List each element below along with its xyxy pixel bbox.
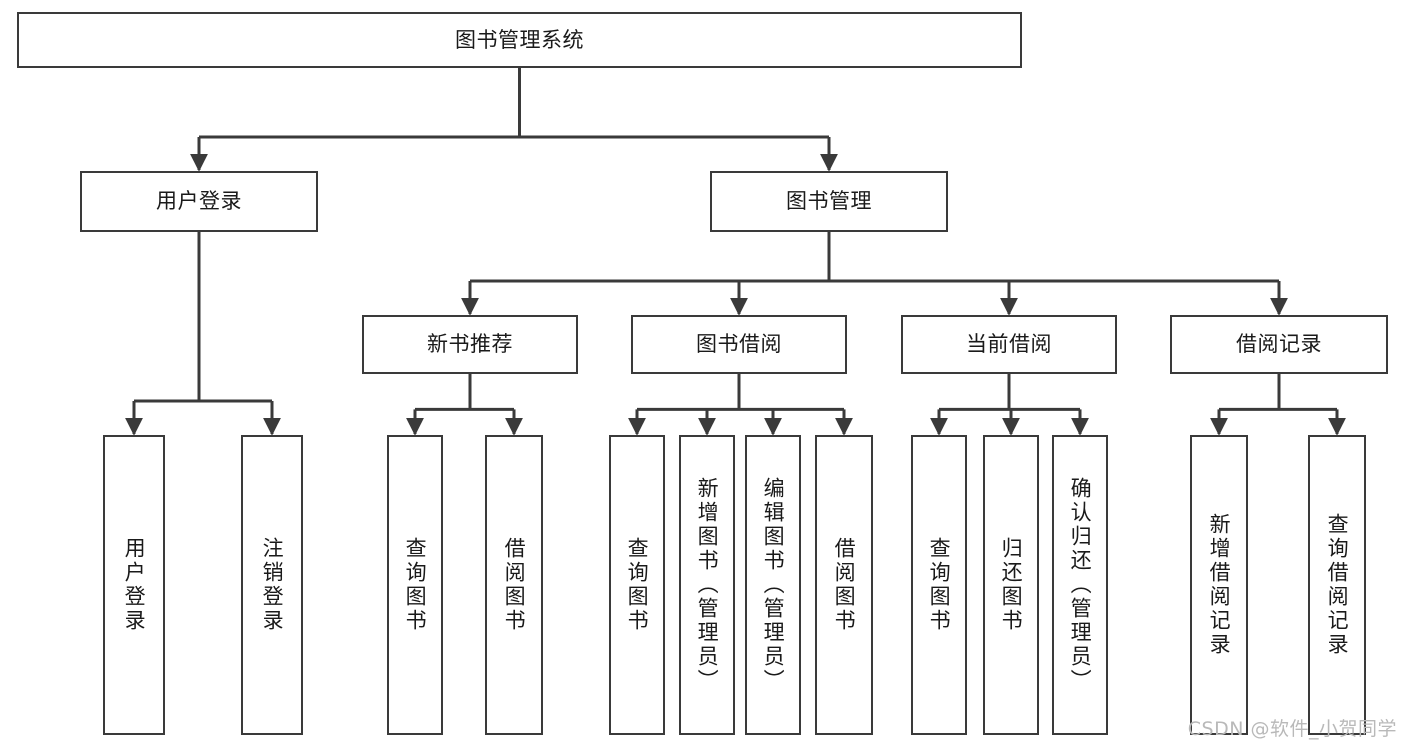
node-leaf-user-login[interactable]: 用户登录 <box>103 435 165 735</box>
node-leaf-edit-book-label: 编辑图书（管理员） <box>761 477 786 693</box>
node-book-borrow-label: 图书借阅 <box>696 332 782 357</box>
node-borrow-record[interactable]: 借阅记录 <box>1170 315 1388 374</box>
node-leaf-user-login-label: 用户登录 <box>122 537 147 633</box>
node-book-manage[interactable]: 图书管理 <box>710 171 948 232</box>
node-leaf-borrow-book-label: 借阅图书 <box>832 537 857 633</box>
node-leaf-return-book-label: 归还图书 <box>999 537 1024 633</box>
node-leaf-query-book-rec-label: 查询图书 <box>403 537 428 633</box>
node-book-manage-label: 图书管理 <box>786 189 872 214</box>
node-leaf-query-book-rec[interactable]: 查询图书 <box>387 435 443 735</box>
node-borrow-record-label: 借阅记录 <box>1236 332 1322 357</box>
node-leaf-borrow-book[interactable]: 借阅图书 <box>815 435 873 735</box>
node-leaf-confirm-return[interactable]: 确认归还（管理员） <box>1052 435 1108 735</box>
node-leaf-confirm-return-label: 确认归还（管理员） <box>1068 477 1093 693</box>
node-leaf-query-record-label: 查询借阅记录 <box>1325 513 1350 657</box>
node-leaf-borrow-book-rec-label: 借阅图书 <box>502 537 527 633</box>
node-leaf-add-book-label: 新增图书（管理员） <box>695 477 720 693</box>
node-leaf-add-record[interactable]: 新增借阅记录 <box>1190 435 1248 735</box>
node-leaf-add-book[interactable]: 新增图书（管理员） <box>679 435 735 735</box>
node-new-book-rec-label: 新书推荐 <box>427 332 513 357</box>
node-leaf-logout-label: 注销登录 <box>260 537 285 633</box>
node-user-login[interactable]: 用户登录 <box>80 171 318 232</box>
node-leaf-borrow-book-rec[interactable]: 借阅图书 <box>485 435 543 735</box>
node-leaf-query-book-borrow[interactable]: 查询图书 <box>609 435 665 735</box>
node-leaf-query-record[interactable]: 查询借阅记录 <box>1308 435 1366 735</box>
node-user-login-label: 用户登录 <box>156 189 242 214</box>
node-leaf-logout[interactable]: 注销登录 <box>241 435 303 735</box>
node-new-book-rec[interactable]: 新书推荐 <box>362 315 578 374</box>
node-book-borrow[interactable]: 图书借阅 <box>631 315 847 374</box>
node-leaf-query-book-cur-label: 查询图书 <box>927 537 952 633</box>
node-leaf-add-record-label: 新增借阅记录 <box>1207 513 1232 657</box>
node-leaf-edit-book[interactable]: 编辑图书（管理员） <box>745 435 801 735</box>
node-leaf-query-book-cur[interactable]: 查询图书 <box>911 435 967 735</box>
node-current-borrow[interactable]: 当前借阅 <box>901 315 1117 374</box>
node-leaf-query-book-borrow-label: 查询图书 <box>625 537 650 633</box>
node-root-label: 图书管理系统 <box>455 27 584 52</box>
node-leaf-return-book[interactable]: 归还图书 <box>983 435 1039 735</box>
node-root[interactable]: 图书管理系统 <box>17 12 1022 68</box>
node-current-borrow-label: 当前借阅 <box>966 332 1052 357</box>
